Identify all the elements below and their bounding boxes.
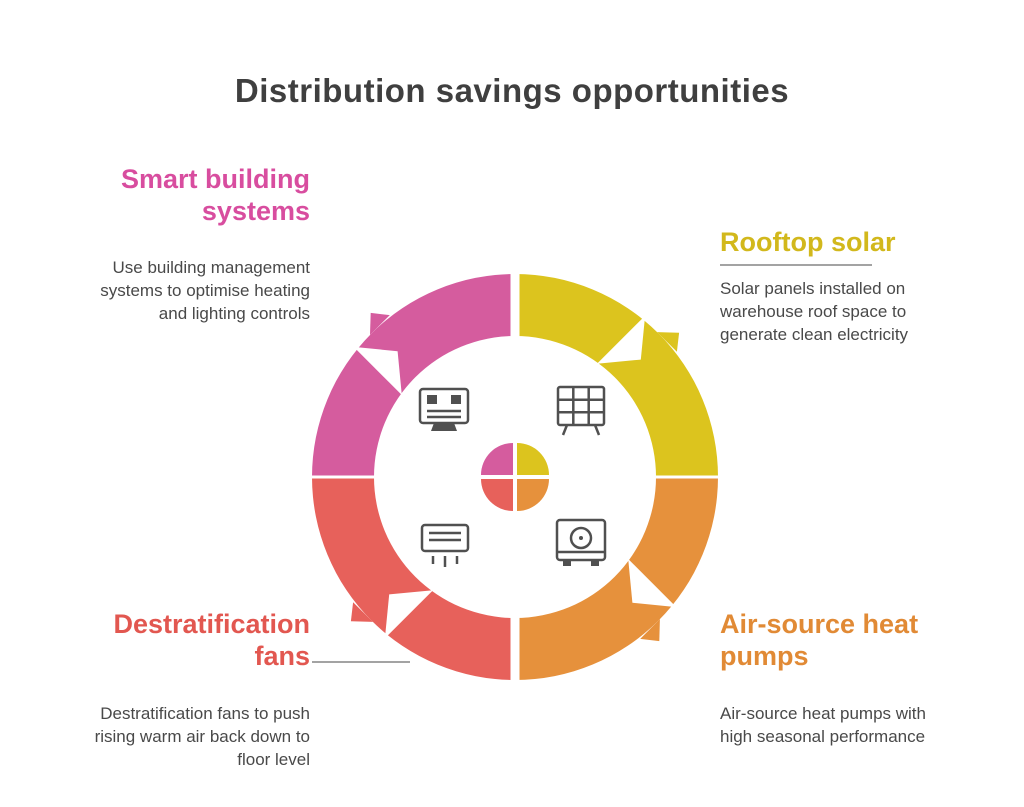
page-title: Distribution savings opportunities (234, 72, 790, 109)
segment-air-source-heat-pumps (515, 477, 718, 680)
destratification-fan-icon (420, 523, 470, 567)
leader-line-rooftop-solar (720, 264, 872, 266)
segment-destratification-fans (312, 477, 515, 680)
segment-gap-left (307, 475, 381, 479)
heading-air-source-heat-pumps: Air-source heat pumps (720, 609, 919, 672)
segment-gap-right (649, 475, 723, 479)
leader-line-destratification-fans (312, 661, 410, 663)
arrow-top-right-icon (597, 315, 680, 364)
cycle-donut-svg (307, 269, 723, 685)
segment-gap-top (510, 269, 520, 343)
cycle-pie-icon (481, 443, 549, 511)
heading-destratification-fans: Destratification fans (113, 609, 310, 672)
building-management-icon (418, 387, 470, 431)
description-destratification-fans: Destratification fans to push rising war… (94, 704, 310, 770)
heading-rooftop-solar: Rooftop solar (720, 227, 896, 257)
segment-gap-bottom (510, 611, 520, 685)
heading-smart-building-systems: Smart building systems (121, 164, 310, 227)
description-smart-building-systems: Use building management systems to optim… (100, 258, 310, 324)
cycle-donut-diagram (305, 267, 725, 687)
heat-pump-icon (555, 518, 607, 566)
description-rooftop-solar: Solar panels installed on warehouse roof… (720, 279, 909, 345)
segment-smart-building-systems (312, 274, 515, 477)
description-air-source-heat-pumps: Air-source heat pumps with high seasonal… (720, 704, 926, 747)
arrow-bottom-right-icon (628, 559, 677, 642)
solar-panel-icon (556, 385, 606, 436)
segment-rooftop-solar (515, 274, 718, 477)
